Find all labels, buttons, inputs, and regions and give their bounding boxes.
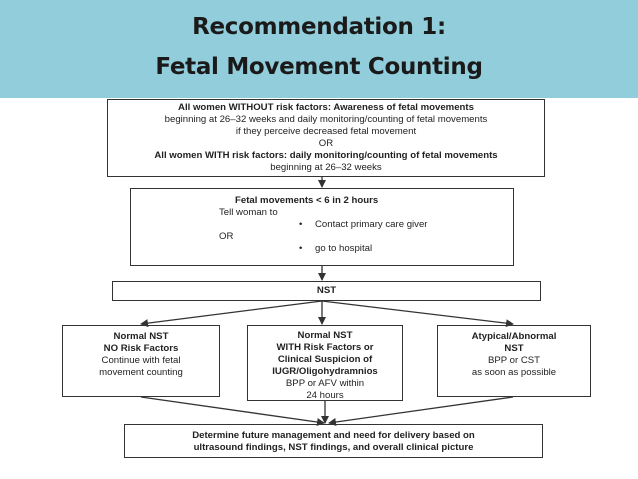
nst-box: NST xyxy=(112,281,541,301)
box2-option-text: go to hospital xyxy=(315,243,373,254)
bullet-icon: • xyxy=(299,219,303,230)
box6-line: Atypical/Abnormal xyxy=(471,331,557,342)
arrow-box4-to-box7 xyxy=(140,396,325,426)
decreased-movement-box: Fetal movements < 6 in 2 hours Tell woma… xyxy=(130,188,514,266)
nst-label: NST xyxy=(316,285,337,296)
box1-line: beginning at 26–32 weeks xyxy=(270,162,382,173)
future-management-box: Determine future management and need for… xyxy=(124,424,543,458)
box5-line: BPP or AFV within xyxy=(285,378,365,389)
slide-title-line-1: Recommendation 1: xyxy=(192,14,446,40)
normal-nst-with-risk-box: Normal NST WITH Risk Factors or Clinical… xyxy=(247,325,403,401)
abnormal-nst-box: Atypical/Abnormal NST BPP or CST as soon… xyxy=(437,325,591,397)
box4-line: movement counting xyxy=(99,367,183,378)
box2-intro: Tell woman to xyxy=(219,207,278,218)
box1-line: All women WITH risk factors: daily monit… xyxy=(154,150,498,161)
box6-line: as soon as possible xyxy=(471,367,557,378)
box4-line: NO Risk Factors xyxy=(103,343,179,354)
box4-line: Continue with fetal xyxy=(101,355,181,366)
box5-line: Normal NST xyxy=(297,330,353,341)
box5-line: IUGR/Oligohydramnios xyxy=(272,366,378,377)
box1-line: beginning at 26–32 weeks and daily monit… xyxy=(164,114,488,125)
normal-nst-no-risk-box: Normal NST NO Risk Factors Continue with… xyxy=(62,325,220,397)
box1-line: if they perceive decreased fetal movemen… xyxy=(235,126,417,137)
title-banner: Recommendation 1: Fetal Movement Countin… xyxy=(0,0,638,98)
box2-option: • go to hospital xyxy=(131,243,513,255)
arrow-box6-to-box7 xyxy=(328,396,514,426)
box1-line: All women WITHOUT risk factors: Awarenes… xyxy=(178,102,474,113)
box2-or: OR xyxy=(219,231,234,242)
arrow-nst-to-box4 xyxy=(140,300,323,328)
screening-recommendation-box: All women WITHOUT risk factors: Awarenes… xyxy=(107,99,545,177)
arrow-nst-to-box6 xyxy=(321,300,514,328)
slide-title-line-2: Fetal Movement Counting xyxy=(155,54,483,80)
box6-line: BPP or CST xyxy=(487,355,541,366)
box1-line: OR xyxy=(318,138,334,149)
box7-line: ultrasound findings, NST findings, and o… xyxy=(193,442,474,453)
box5-line: Clinical Suspicion of xyxy=(277,354,373,365)
bullet-icon: • xyxy=(299,243,303,254)
box5-line: 24 hours xyxy=(306,390,344,401)
box2-option-text: Contact primary care giver xyxy=(315,219,428,230)
box5-line: WITH Risk Factors or xyxy=(276,342,374,353)
box4-line: Normal NST xyxy=(113,331,169,342)
box2-heading: Fetal movements < 6 in 2 hours xyxy=(235,195,379,206)
box6-line: NST xyxy=(504,343,524,354)
box2-option: • Contact primary care giver xyxy=(131,219,513,231)
box7-line: Determine future management and need for… xyxy=(192,430,475,441)
